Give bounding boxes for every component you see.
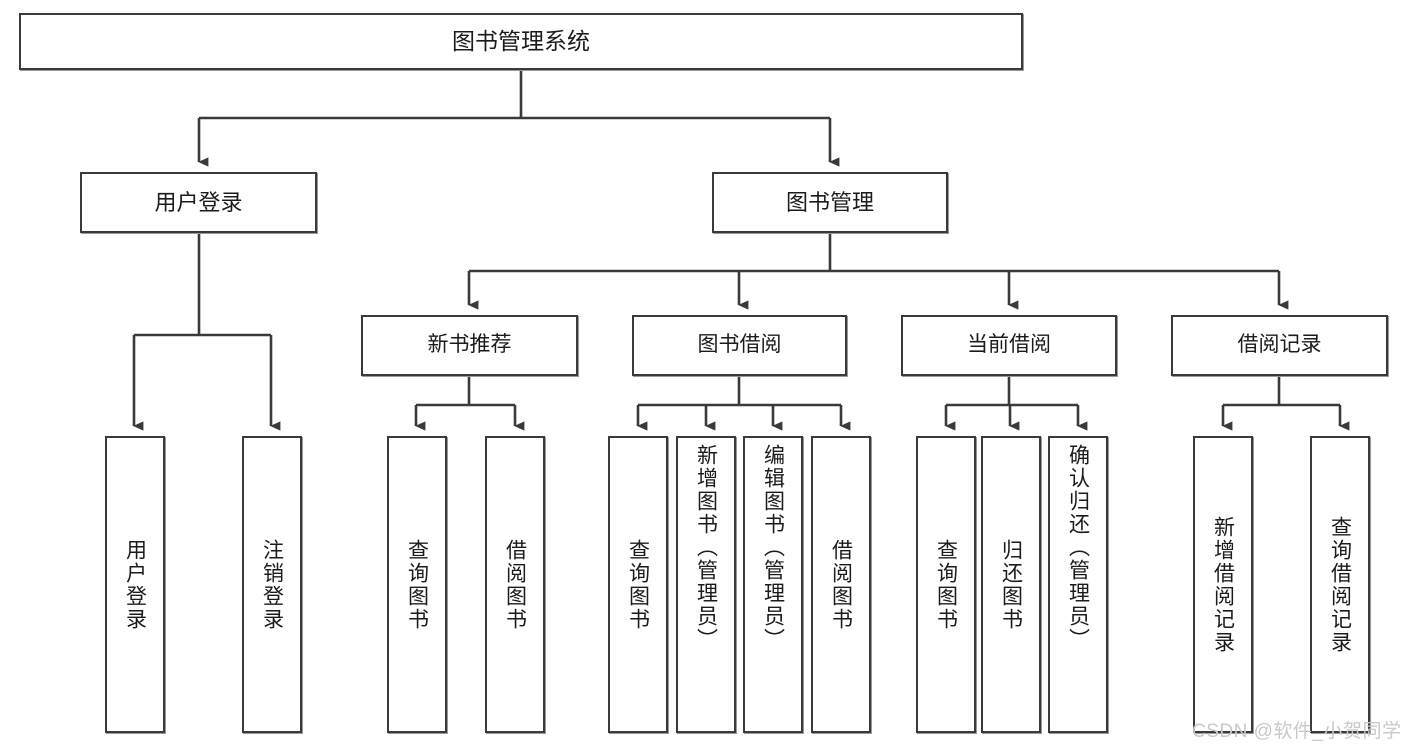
node-leaf-query-book-2[interactable]: 查询图书 [608, 436, 668, 733]
node-label: 借阅图书 [829, 538, 853, 631]
node-book-management[interactable]: 图书管理 [712, 172, 948, 233]
node-leaf-add-book[interactable]: 新增图书（管理员） [676, 436, 736, 733]
node-label: 注销登录 [260, 538, 284, 631]
node-label: 查询图书 [405, 538, 429, 631]
node-new-book-recommend[interactable]: 新书推荐 [361, 315, 578, 376]
node-leaf-logout[interactable]: 注销登录 [242, 436, 302, 733]
node-label: 新书推荐 [427, 333, 512, 357]
node-label: 借阅图书 [503, 538, 527, 631]
node-label: 查询图书 [934, 538, 958, 631]
node-label: 用户登录 [123, 538, 147, 631]
node-user-login[interactable]: 用户登录 [80, 172, 317, 233]
node-leaf-query-record[interactable]: 查询借阅记录 [1310, 436, 1370, 733]
node-leaf-user-login[interactable]: 用户登录 [105, 436, 165, 733]
node-current-borrow[interactable]: 当前借阅 [901, 315, 1117, 376]
node-label: 确认归还（管理员） [1066, 444, 1090, 651]
node-label: 新增图书（管理员） [694, 444, 718, 651]
node-book-management-system[interactable]: 图书管理系统 [19, 13, 1023, 70]
node-label: 借阅记录 [1237, 333, 1322, 357]
node-book-borrow[interactable]: 图书借阅 [632, 315, 847, 376]
node-label: 用户登录 [154, 189, 243, 215]
node-borrow-record[interactable]: 借阅记录 [1171, 315, 1388, 376]
csdn-watermark: CSDN @软件_小贺同学 [1192, 721, 1402, 742]
node-label: 归还图书 [999, 538, 1023, 631]
node-leaf-borrow-book-2[interactable]: 借阅图书 [811, 436, 871, 733]
node-leaf-query-book-1[interactable]: 查询图书 [387, 436, 447, 733]
node-leaf-query-book-3[interactable]: 查询图书 [916, 436, 976, 733]
node-label: 图书管理 [785, 189, 874, 215]
node-label: 查询图书 [626, 538, 650, 631]
node-label: 查询借阅记录 [1328, 515, 1352, 654]
node-leaf-confirm-return[interactable]: 确认归还（管理员） [1048, 436, 1108, 733]
node-leaf-borrow-book-1[interactable]: 借阅图书 [485, 436, 545, 733]
node-leaf-edit-book[interactable]: 编辑图书（管理员） [743, 436, 803, 733]
node-label: 当前借阅 [967, 333, 1051, 357]
node-leaf-add-record[interactable]: 新增借阅记录 [1193, 436, 1253, 733]
node-label: 图书借阅 [697, 333, 782, 357]
node-label: 图书管理系统 [452, 27, 590, 54]
node-label: 新增借阅记录 [1211, 515, 1235, 654]
node-label: 编辑图书（管理员） [761, 444, 785, 651]
node-leaf-return-book[interactable]: 归还图书 [981, 436, 1041, 733]
